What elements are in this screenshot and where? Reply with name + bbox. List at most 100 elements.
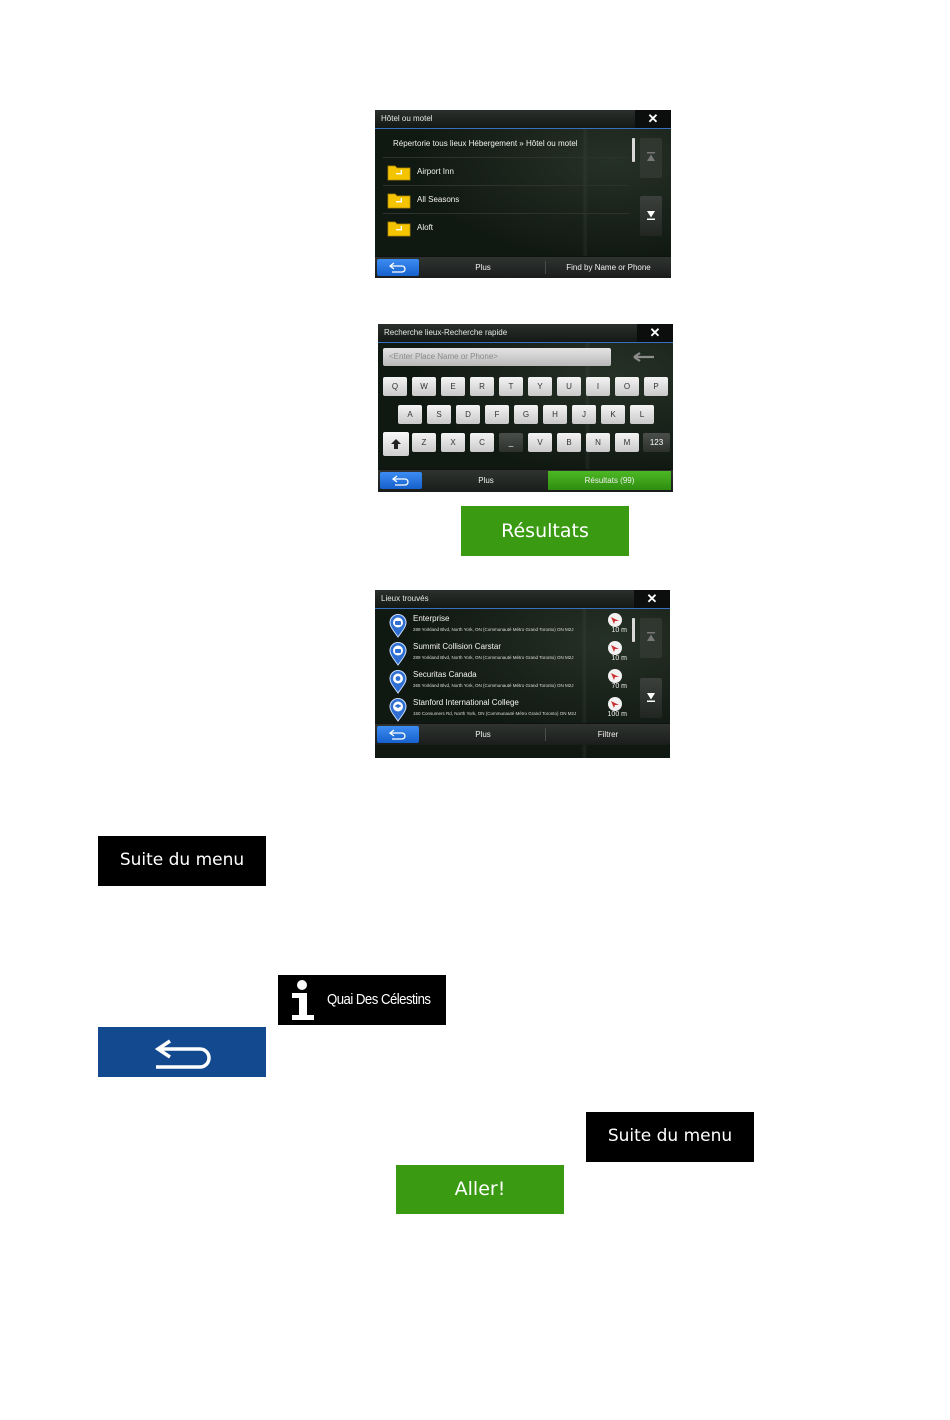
key-t[interactable]: T <box>499 377 523 396</box>
more-menu-button-2[interactable]: Suite du menu <box>586 1112 754 1162</box>
list-item[interactable]: Aloft <box>383 213 629 242</box>
screen-title: Lieux trouvés <box>375 590 670 609</box>
result-name: Enterprise <box>413 614 450 623</box>
key-k[interactable]: K <box>601 405 625 424</box>
direction-icon <box>608 613 622 627</box>
close-button[interactable]: ✕ <box>635 110 671 128</box>
key-a[interactable]: A <box>398 405 422 424</box>
places-found-screen: Lieux trouvés ✕ Enterprise 289 Yorkland … <box>375 590 670 758</box>
key-p[interactable]: P <box>644 377 668 396</box>
list-item-label: Airport Inn <box>417 167 454 176</box>
space-key[interactable]: _ <box>499 433 523 452</box>
scroll-down-icon <box>647 211 655 220</box>
results-button-large[interactable]: Résultats <box>461 506 629 556</box>
filter-button[interactable]: Filtrer <box>597 730 619 739</box>
results-label: Résultats <box>501 520 589 542</box>
folder-icon <box>387 193 411 209</box>
screen-title: Recherche lieux-Recherche rapide <box>378 324 673 343</box>
security-pin-icon <box>389 670 407 694</box>
scroll-down-icon <box>647 693 655 702</box>
key-q[interactable]: Q <box>383 377 407 396</box>
key-d[interactable]: D <box>456 405 480 424</box>
car-repair-pin-icon <box>389 642 407 666</box>
more-button[interactable]: Plus <box>475 263 491 272</box>
back-arrow-icon <box>392 475 409 486</box>
more-button[interactable]: Plus <box>475 730 491 739</box>
key-l[interactable]: L <box>630 405 654 424</box>
list-item[interactable]: Enterprise 289 Yorkland Blvd, North York… <box>379 611 629 639</box>
more-menu-label: Suite du menu <box>119 850 245 870</box>
result-address: 289 Yorkland Blvd, North York, ON (Commu… <box>413 627 574 632</box>
key-j[interactable]: J <box>572 405 596 424</box>
close-icon: ✕ <box>646 591 658 606</box>
scroll-down-button[interactable] <box>640 678 662 718</box>
result-distance: 10 m <box>611 627 627 634</box>
scroll-up-button[interactable] <box>640 138 662 178</box>
breadcrumb: Répertorie tous lieux Hébergement » Hôte… <box>393 139 578 148</box>
folder-icon <box>387 221 411 237</box>
quick-search-screen: Recherche lieux-Recherche rapide ✕ <Ente… <box>378 324 673 492</box>
key-f[interactable]: F <box>485 405 509 424</box>
back-button[interactable] <box>377 259 419 276</box>
scroll-up-icon <box>647 632 655 641</box>
result-name: Stanford International College <box>413 698 519 707</box>
close-button[interactable]: ✕ <box>634 590 670 608</box>
result-address: 150 Consumers Rd, North York, ON (Commun… <box>413 711 577 716</box>
list-item[interactable]: Stanford International College 150 Consu… <box>379 695 629 723</box>
key-r[interactable]: R <box>470 377 494 396</box>
shift-key[interactable] <box>383 432 409 456</box>
scroll-down-button[interactable] <box>640 196 662 236</box>
key-i[interactable]: I <box>586 377 610 396</box>
list-item[interactable]: Summit Collision Carstar 289 Yorkland Bl… <box>379 639 629 667</box>
key-s[interactable]: S <box>427 405 451 424</box>
key-o[interactable]: O <box>615 377 639 396</box>
scrollbar[interactable] <box>632 618 635 642</box>
car-rental-pin-icon <box>389 614 407 638</box>
search-input[interactable]: <Enter Place Name or Phone> <box>383 348 611 366</box>
key-u[interactable]: U <box>557 377 581 396</box>
key-c[interactable]: C <box>470 433 494 452</box>
list-item[interactable]: All Seasons <box>383 185 629 214</box>
close-icon: ✕ <box>649 325 661 340</box>
list-item[interactable]: Airport Inn <box>383 157 629 186</box>
go-button[interactable]: Aller! <box>396 1165 564 1214</box>
shift-arrow-icon <box>391 439 401 449</box>
school-pin-icon <box>389 698 407 722</box>
backspace-icon[interactable] <box>618 348 670 366</box>
back-arrow-icon <box>389 262 406 273</box>
key-b[interactable]: B <box>557 433 581 452</box>
back-button[interactable] <box>380 472 422 489</box>
scroll-up-button[interactable] <box>640 618 662 658</box>
direction-icon <box>608 697 622 711</box>
key-e[interactable]: E <box>441 377 465 396</box>
scrollbar[interactable] <box>632 138 635 162</box>
find-by-name-button[interactable]: Find by Name or Phone <box>566 263 651 272</box>
close-button[interactable]: ✕ <box>637 324 673 342</box>
more-menu-button[interactable]: Suite du menu <box>98 836 266 886</box>
back-button[interactable] <box>377 726 419 743</box>
key-h[interactable]: H <box>543 405 567 424</box>
result-distance: 100 m <box>607 711 627 718</box>
direction-icon <box>608 641 622 655</box>
key-y[interactable]: Y <box>528 377 552 396</box>
result-distance: 70 m <box>611 683 627 690</box>
key-x[interactable]: X <box>441 433 465 452</box>
list-item-label: Aloft <box>417 223 434 232</box>
key-v[interactable]: V <box>528 433 552 452</box>
key-n[interactable]: N <box>586 433 610 452</box>
hotel-list-screen: Hôtel ou motel ✕ Répertorie tous lieux H… <box>375 110 671 278</box>
list-item-label: All Seasons <box>417 195 460 204</box>
back-button-large[interactable] <box>98 1027 266 1077</box>
results-button[interactable]: Résultats (99) <box>548 471 671 490</box>
back-arrow-icon <box>389 729 406 740</box>
numeric-key[interactable]: 123 <box>643 433 670 452</box>
list-item[interactable]: Securitas Canada 265 Yorkland Blvd, Nort… <box>379 667 629 695</box>
place-info-button[interactable]: Quai Des Célestins <box>278 975 446 1025</box>
result-distance: 10 m <box>611 655 627 662</box>
direction-icon <box>608 669 622 683</box>
key-z[interactable]: Z <box>412 433 436 452</box>
key-m[interactable]: M <box>615 433 639 452</box>
key-w[interactable]: W <box>412 377 436 396</box>
key-g[interactable]: G <box>514 405 538 424</box>
more-button[interactable]: Plus <box>478 476 494 485</box>
